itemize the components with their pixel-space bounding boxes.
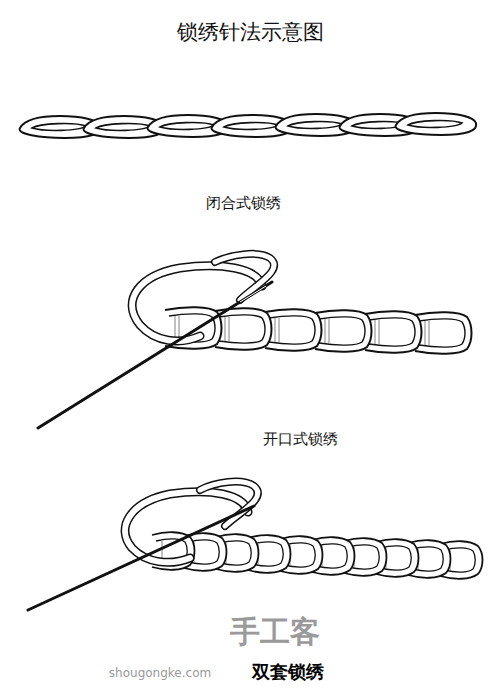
- diagram-title: 锁绣针法示意图: [0, 18, 500, 46]
- stitch-caption: 双套锁绣: [252, 660, 324, 684]
- stitch-caption: 开口式锁绣: [263, 430, 338, 449]
- watermark: shougongke.com: [109, 666, 211, 680]
- open-chain: [38, 254, 472, 428]
- stitch-caption: 闭合式锁绣: [206, 194, 281, 213]
- closed-chain: [20, 113, 477, 138]
- double-chain: [28, 482, 483, 610]
- watermark: 手工客: [230, 612, 320, 653]
